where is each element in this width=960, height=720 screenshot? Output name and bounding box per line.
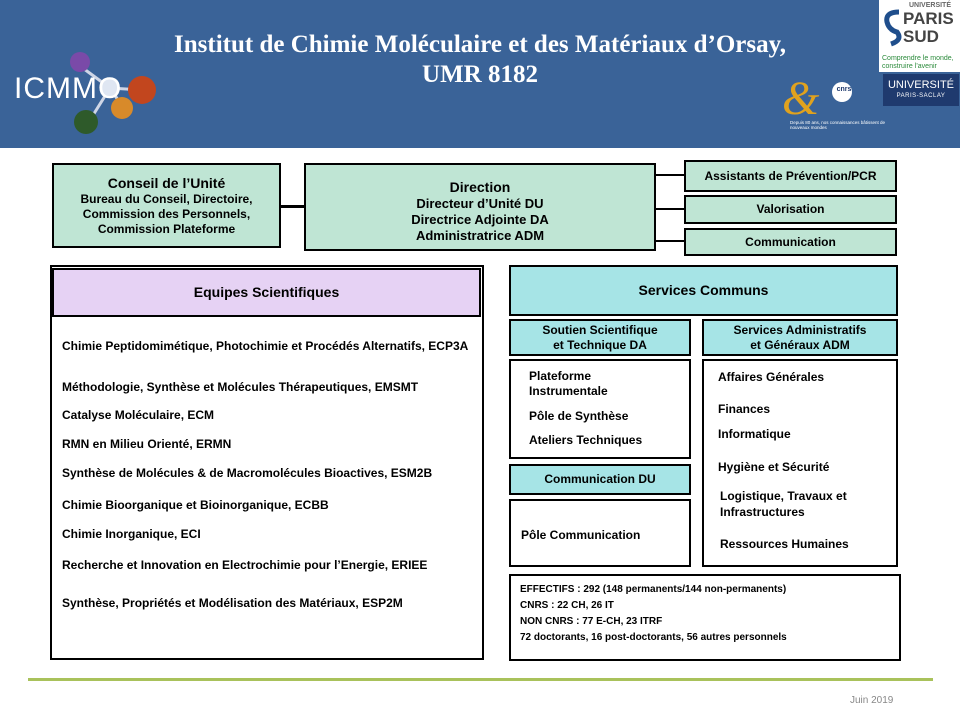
communication-box: Communication — [684, 228, 897, 256]
conseil-unite-box: Conseil de l’Unité Bureau du Conseil, Di… — [52, 163, 281, 248]
equipes-header: Equipes Scientifiques — [52, 268, 481, 317]
universite-paris-sud-logo: UNIVERSITÉ PARIS SUD Comprendre le monde… — [879, 0, 960, 72]
communication-list-box — [509, 499, 691, 567]
prevention-pcr-box: Assistants de Prévention/PCR — [684, 160, 897, 192]
team-item: Chimie Bioorganique et Bioinorganique, E… — [62, 498, 329, 512]
service-item: Finances — [718, 402, 771, 416]
saclay-line-2: PARIS-SACLAY — [896, 93, 946, 99]
conseil-line-2: Commission des Personnels, — [82, 207, 251, 221]
team-item: Méthodologie, Synthèse et Molécules Thér… — [62, 380, 419, 394]
direction-box: Direction Directeur d’Unité DU Directric… — [304, 163, 656, 251]
soutien-title-line-2: et Technique DA — [553, 338, 647, 352]
connector-direction-valorisation — [656, 208, 684, 210]
service-item: Ressources Humaines — [720, 537, 849, 551]
connector-conseil-direction — [279, 205, 306, 208]
direction-line-2: Directrice Adjointe DA — [411, 212, 549, 227]
title-line-1: Institut de Chimie Moléculaire et des Ma… — [174, 31, 786, 58]
molecule-logo-icon — [70, 52, 156, 134]
team-item: RMN en Milieu Orienté, ERMN — [62, 437, 232, 451]
conseil-line-1: Bureau du Conseil, Directoire, — [80, 192, 253, 206]
psud-tagline-2: construire l’avenir — [882, 63, 937, 70]
paris-sud-s-icon — [884, 9, 902, 47]
header-banner: Institut de Chimie Moléculaire et des Ma… — [0, 0, 960, 148]
cnrs-tagline: Depuis 80 ans, nos connaissances bâtisse… — [790, 120, 886, 130]
team-item: Chimie Inorganique, ECI — [62, 527, 201, 541]
soutien-scientifique-header: Soutien Scientifique et Technique DA — [509, 319, 691, 356]
service-item: Affaires Générales — [718, 370, 825, 384]
admin-list-box — [702, 359, 898, 567]
service-item: Informatique — [718, 427, 791, 441]
service-item: Logistique, Travaux et Infrastructures — [720, 489, 847, 519]
services-communs-header: Services Communs — [509, 265, 898, 316]
direction-line-1: Directeur d’Unité DU — [416, 196, 544, 211]
service-item: Plateforme Instrumentale — [529, 369, 608, 398]
effectifs-line: EFFECTIFS : 292 (148 permanents/144 non-… — [520, 584, 787, 595]
team-item: Synthèse de Molécules & de Macromolécule… — [62, 466, 433, 480]
service-item: Pôle Communication — [521, 528, 641, 542]
icmmo-logo-text: ICMMO — [14, 72, 123, 105]
communication-du-header: Communication DU — [509, 464, 691, 495]
svg-text:&: & — [782, 72, 820, 125]
psud-universite: UNIVERSITÉ — [909, 2, 952, 9]
team-item: Catalyse Moléculaire, ECM — [62, 408, 215, 422]
conseil-title: Conseil de l’Unité — [107, 175, 226, 191]
admin-title-line-1: Services Administratifs — [733, 323, 867, 337]
psud-paris: PARIS — [903, 9, 954, 28]
title-line-2: UMR 8182 — [422, 61, 538, 88]
connector-direction-communication — [656, 240, 684, 242]
soutien-list-box — [509, 359, 691, 459]
service-item: Hygiène et Sécurité — [718, 460, 830, 474]
admin-title-line-2: et Généraux ADM — [750, 338, 850, 352]
effectifs-box — [509, 574, 901, 661]
valorisation-box: Valorisation — [684, 195, 897, 224]
cnrs-badge: cnrs — [836, 86, 852, 93]
equipes-scientifiques-panel — [50, 265, 484, 660]
footer-date: Juin 2019 — [850, 695, 894, 706]
universite-paris-saclay-logo: UNIVERSITÉ PARIS-SACLAY — [883, 74, 959, 106]
services-admin-header: Services Administratifs et Généraux ADM — [702, 319, 898, 356]
service-item: Ateliers Techniques — [529, 433, 643, 447]
effectifs-line: 72 doctorants, 16 post-doctorants, 56 au… — [520, 632, 787, 643]
team-item: Chimie Peptidomimétique, Photochimie et … — [62, 339, 469, 353]
direction-title: Direction — [449, 179, 511, 195]
effectifs-line: CNRS : 22 CH, 26 IT — [520, 600, 614, 611]
connector-direction-prevention — [656, 174, 684, 176]
80-ans-cnrs-logo-icon: & — [782, 72, 852, 125]
direction-line-3: Administratrice ADM — [415, 228, 545, 243]
effectifs-line: NON CNRS : 77 E-CH, 23 ITRF — [520, 616, 663, 627]
team-item: Synthèse, Propriétés et Modélisation des… — [62, 596, 403, 610]
soutien-title-line-1: Soutien Scientifique — [542, 323, 658, 337]
team-item: Recherche et Innovation en Electrochimie… — [62, 558, 428, 572]
page-title: Institut de Chimie Moléculaire et des Ma… — [100, 30, 860, 90]
saclay-line-1: UNIVERSITÉ — [887, 79, 954, 91]
service-item: Pôle de Synthèse — [529, 409, 629, 423]
psud-sud: SUD — [903, 27, 939, 46]
psud-tagline-1: Comprendre le monde, — [882, 55, 954, 62]
footer-rule — [28, 678, 933, 681]
conseil-line-3: Commission Plateforme — [97, 222, 236, 236]
